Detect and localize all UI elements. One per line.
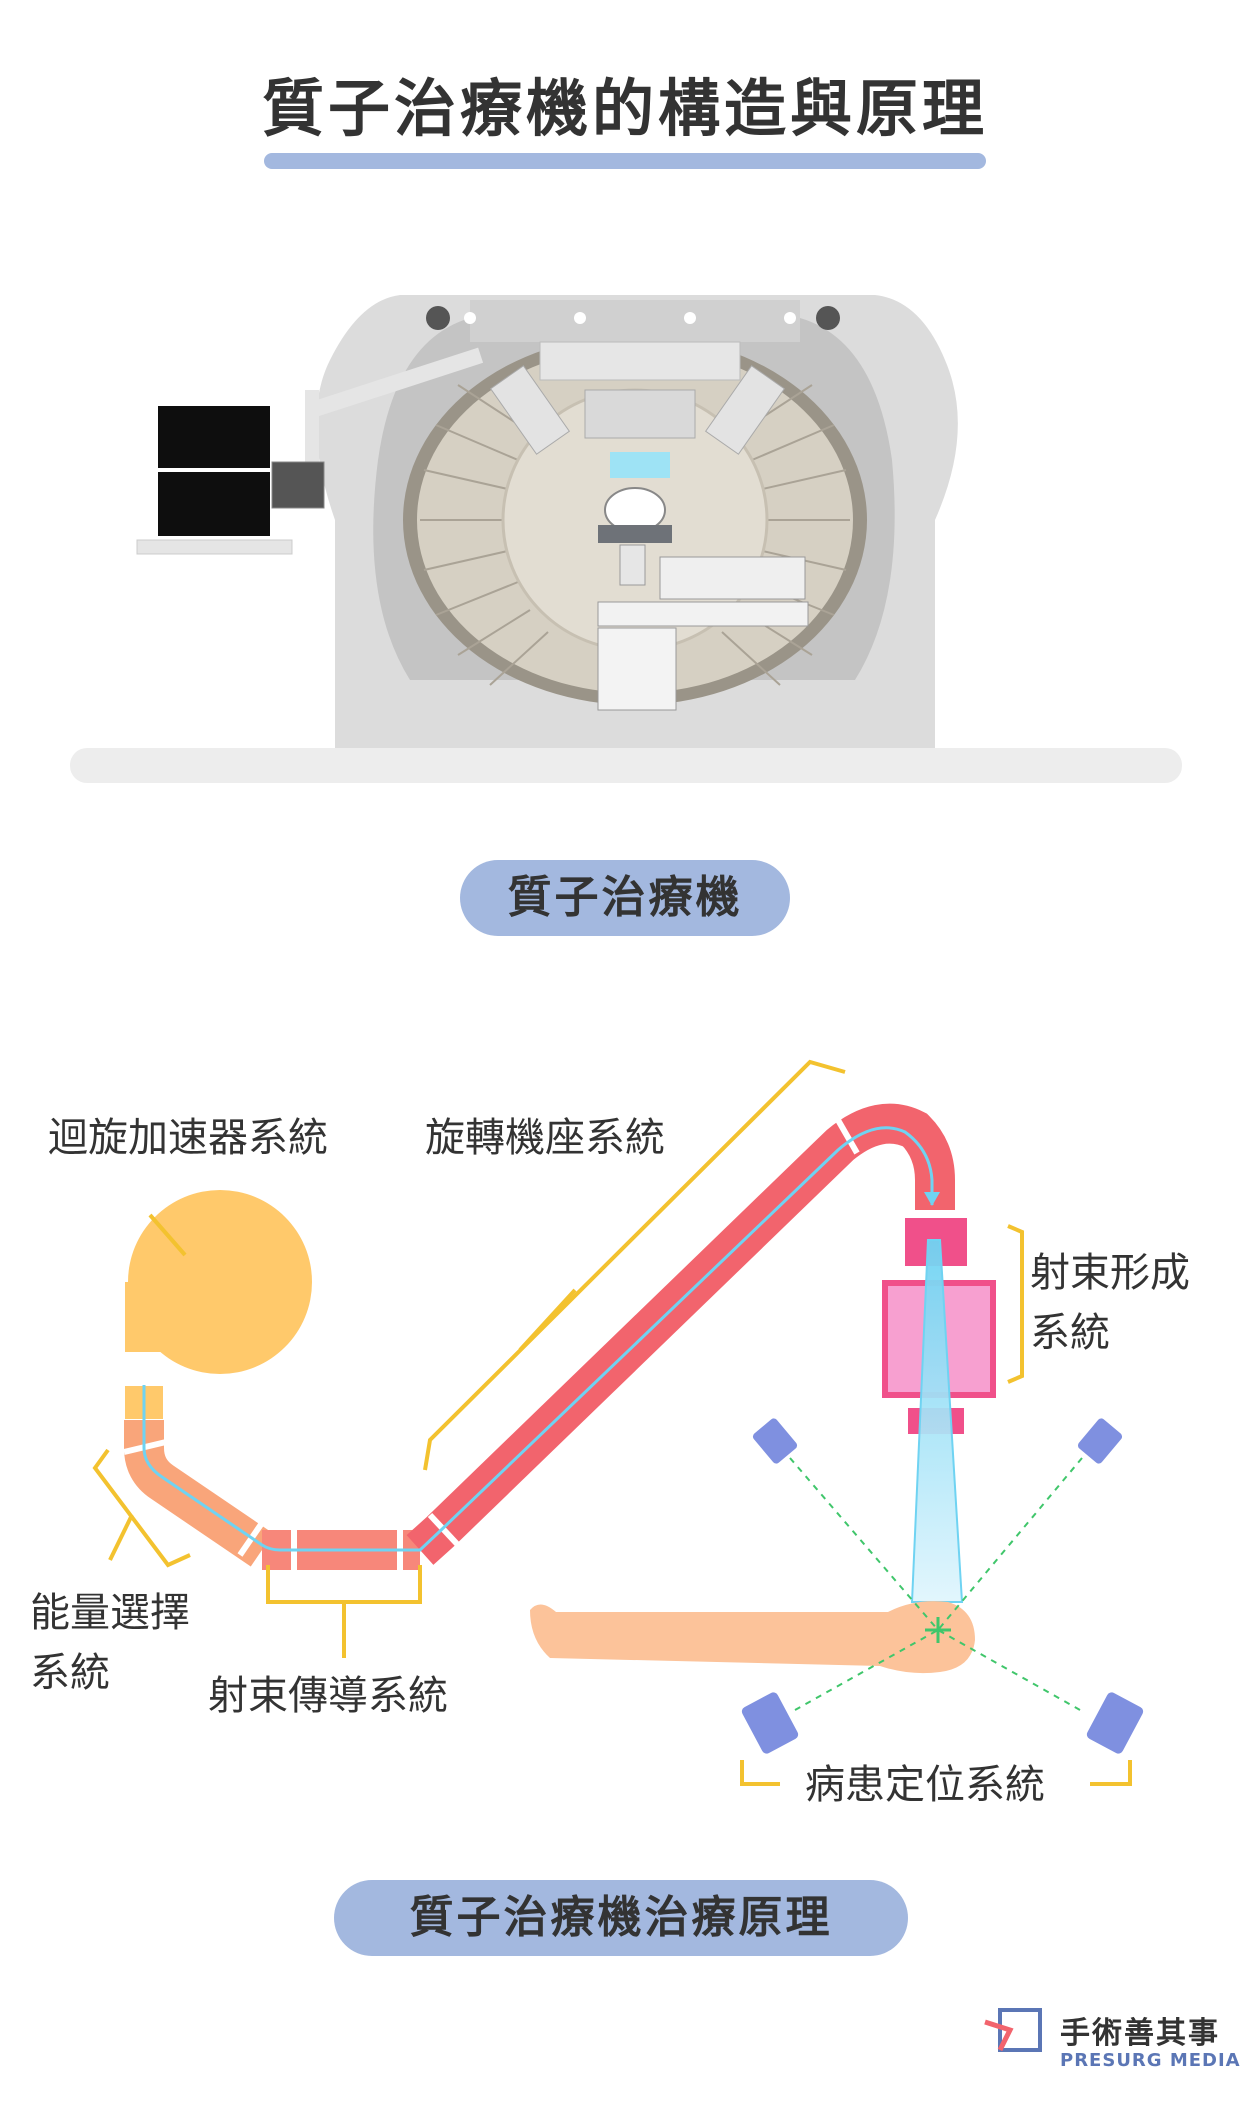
label-beam-forming-2: 系統 xyxy=(1030,1310,1110,1356)
couch-extension xyxy=(659,556,806,600)
nozzle-tip xyxy=(610,452,670,478)
label-energy-selection-1: 能量選擇 xyxy=(30,1590,190,1636)
patient-positioning-bracket-right xyxy=(1090,1760,1132,1786)
title-underline xyxy=(264,153,986,169)
principle-caption: 質子治療機治療原理 xyxy=(334,1880,908,1956)
monitor-arm xyxy=(306,347,484,419)
machine-caption: 質子治療機 xyxy=(460,860,790,936)
label-gantry-system: 旋轉機座系統 xyxy=(425,1115,665,1161)
label-cyclotron-system: 迴旋加速器系統 xyxy=(48,1115,328,1161)
gantry-beamline xyxy=(406,1103,955,1565)
gantry-bracket xyxy=(423,1059,846,1471)
xray-camera-icon xyxy=(741,1418,1144,1754)
ceiling-camera-right xyxy=(816,306,840,330)
label-energy-selection-2: 系統 xyxy=(30,1650,110,1696)
energy-selection-beamline xyxy=(124,1420,274,1567)
treatment-beam-cone xyxy=(910,1239,964,1603)
brand-name: 手術善其事 xyxy=(1060,2016,1220,2051)
patient-positioning-bracket-left xyxy=(740,1760,780,1786)
beam-direction-arrow xyxy=(924,1192,940,1206)
gantry-bracket-stem xyxy=(518,1288,577,1352)
machine-ceiling xyxy=(470,300,800,342)
couch-base xyxy=(597,601,809,627)
monitor-top xyxy=(158,406,270,468)
positioning-laser-lines xyxy=(789,1457,1083,1711)
label-patient-positioning-system: 病患定位系統 xyxy=(805,1762,1045,1808)
annotation-brackets xyxy=(92,1059,1132,1786)
monitor-shelf xyxy=(136,539,293,555)
patient-body xyxy=(530,1601,975,1674)
brand-name-en: PRESURG MEDIA xyxy=(1060,2050,1241,2071)
target-crosshair-icon xyxy=(925,1617,951,1643)
label-beam-forming-1: 射束形成 xyxy=(1030,1250,1190,1296)
right-imaging-arm xyxy=(704,365,786,455)
patient-couch xyxy=(598,525,672,543)
ceiling-camera-left xyxy=(426,306,450,330)
nozzle-housing xyxy=(539,341,741,381)
brand-logo-icon xyxy=(984,2008,1042,2052)
control-pendant xyxy=(271,461,325,509)
energy-selection-stem xyxy=(108,1514,134,1561)
proton-machine-illustration xyxy=(70,295,1182,783)
beam-forming-bracket xyxy=(1007,1224,1024,1384)
left-imaging-arm xyxy=(489,365,571,455)
nozzle xyxy=(584,389,696,439)
proton-beam-path xyxy=(142,1126,934,1552)
monitor-bottom xyxy=(158,472,270,536)
principle-diagram xyxy=(92,1059,1144,1786)
label-beam-transport-system: 射束傳導系統 xyxy=(208,1673,448,1719)
cyclotron-pointer xyxy=(148,1213,187,1257)
transport-bracket xyxy=(266,1565,422,1604)
couch-pedestal xyxy=(597,627,677,711)
page-title: 質子治療機的構造與原理 xyxy=(261,72,988,145)
machine-floor xyxy=(70,748,1182,783)
robot-arm xyxy=(619,544,646,586)
cyclotron-neck xyxy=(125,1282,175,1352)
monitor-arm-post xyxy=(305,390,319,480)
